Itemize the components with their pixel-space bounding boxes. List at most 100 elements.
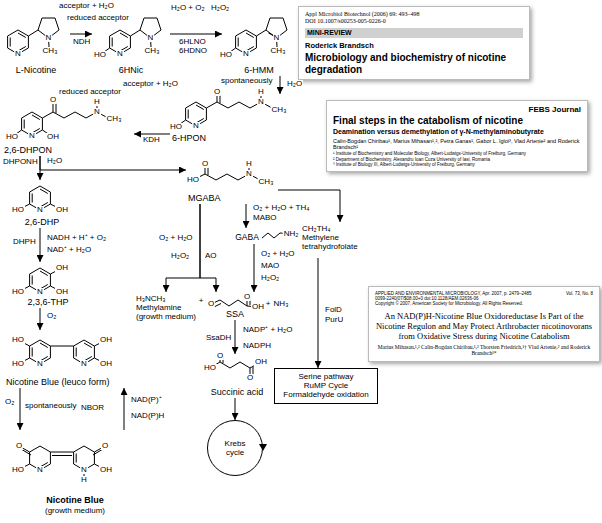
reaction-label: H₂O [286, 80, 303, 88]
atom-label: H [80, 476, 88, 484]
compound-name: 6-HMM [244, 65, 274, 75]
reaction-arrow [124, 388, 125, 430]
process-text: Formaldehyde oxidation [283, 390, 368, 399]
atom-label: O [101, 442, 109, 450]
compound: H₃NCH₃Methylamine(growth medium) [134, 292, 205, 328]
reaction-label: DHPONH [2, 158, 39, 166]
atom-label: N [257, 98, 265, 106]
reaction-label: spontaneously [220, 77, 274, 85]
compound-name: CH₂TH₄ [302, 224, 331, 233]
reaction-label: NADH + H⁺ + O₂ [46, 234, 107, 242]
reaction-arrow [70, 34, 92, 35]
compound: 6-HPON [170, 94, 296, 144]
paper-text: Deamination versus demethylation of γ-N-… [333, 128, 581, 136]
reaction-label: O₂ + H₂O [260, 250, 296, 258]
reaction-label: DHPH [12, 238, 37, 246]
process-box: Serine pathwayRuMP CycleFormaldehyde oxi… [274, 368, 378, 404]
reaction-label: MAO [260, 262, 280, 270]
reaction-arrow [254, 244, 255, 292]
compound-name: SSA [226, 309, 244, 319]
paper-snippet: FEBS JournalFinal steps in the catabolis… [326, 100, 588, 172]
compound-name: Methylene tetrahydrofolate [302, 233, 368, 251]
compound: Nicotine Blue (leuco form) [4, 330, 146, 388]
atom-label: N [147, 34, 155, 42]
structure-bonds [100, 18, 161, 55]
compound: L-Nicotine [2, 14, 70, 76]
reaction-arrow [170, 34, 222, 35]
atom-label: N [45, 34, 53, 42]
process-text: RuMP Cycle [304, 381, 348, 390]
reaction-label: NBOR [80, 404, 105, 412]
reaction-arrow [134, 134, 170, 135]
reaction-arrow [40, 228, 41, 262]
compound-name: 6HNic [119, 65, 144, 75]
atom-label: H [257, 88, 265, 96]
reaction-arrow [235, 398, 236, 420]
reaction-label: PurU [324, 316, 344, 324]
atom-label: HO [11, 360, 25, 368]
atom-label: N [273, 34, 281, 42]
compound: CH₂TH₄Methylene tetrahydrofolate [300, 222, 370, 258]
paper-text: ¹ Institute of Biochemistry and Molecula… [333, 151, 581, 156]
atom-label: HO [5, 133, 19, 141]
cycle-arrowhead [259, 444, 267, 451]
atom-label: HO [203, 364, 217, 372]
atom-label: HO [219, 51, 233, 59]
cycle-name: Krebs cycle [215, 439, 255, 457]
atom-label: OH [254, 358, 268, 366]
process-text: Serine pathway [298, 372, 353, 381]
reaction-label: FolD [324, 306, 343, 314]
atom-label: O [201, 160, 209, 168]
atom-label: H [245, 160, 253, 168]
atom-label: N [80, 360, 88, 368]
reaction-label: H₂O₂ [170, 252, 190, 260]
atom-label: OH [99, 336, 113, 344]
reaction-label: KDH [142, 136, 161, 144]
reaction-label: reduced acceptor [58, 88, 122, 96]
compound-name: 2,3,6-THP [27, 297, 68, 307]
atom-label: CH₃ [42, 47, 59, 55]
atom-label: OH [99, 360, 113, 368]
reaction-arrow [40, 156, 186, 170]
reaction-arrow [280, 76, 281, 94]
atom-label: N [36, 360, 44, 368]
reaction-label: NDH [72, 38, 91, 46]
compound: 6HNic [92, 14, 170, 76]
structure-bonds [18, 340, 106, 364]
compound: 2,6-DHPON [2, 104, 134, 156]
paper-text: Calin-Bogdan Chiribau¹, Marius Mihasan¹,… [333, 138, 581, 151]
reaction-label: O₂ [4, 398, 15, 406]
atom-label: OH [99, 466, 113, 474]
reaction-arrow [235, 320, 236, 354]
paper-text: DOI 10.1007/s00253-005-0226-0 [305, 18, 523, 25]
atom-label: O [243, 293, 251, 301]
atom-label: NH₂ [283, 230, 300, 238]
atom-label: HO [11, 288, 25, 296]
reaction-label: reduced acceptor [66, 14, 130, 22]
compound: 6-HMM [222, 14, 296, 76]
structure-bonds [226, 18, 287, 55]
structure-bonds [18, 446, 106, 480]
paper-text: Copyright © 2007, American Society for M… [375, 301, 593, 306]
cycle-circle: Krebs cycle [207, 420, 263, 476]
reaction-label: acceptor + H₂O [58, 2, 115, 10]
atom-label: N [36, 206, 44, 214]
reaction-label: H₂O₂ [260, 274, 280, 282]
compound-name: 2,6-DHPON [4, 145, 52, 155]
reaction-arrow [318, 258, 319, 368]
atom-label: OH [251, 303, 265, 311]
compound-name: (growth medium) [136, 312, 196, 321]
compound-name: 6-HPON [172, 133, 206, 143]
atom-label: HO [93, 51, 107, 59]
compound-name: Succinic acid [211, 387, 264, 397]
reaction-label: NAD(P)⁺ [130, 396, 163, 404]
atom-label: N [242, 50, 250, 58]
paper-text: ³ Institute of Biology III, Albert-Ludwi… [333, 162, 581, 167]
atom-label: O [213, 88, 221, 96]
reaction-label: NAD⁺ + H₂O [46, 246, 92, 254]
paper-text: Vol. 73, No. 8 [566, 291, 593, 296]
atom-label: CH₃ [258, 178, 275, 186]
structures [8, 18, 291, 480]
paper-text: MINI-REVIEW [305, 28, 523, 38]
